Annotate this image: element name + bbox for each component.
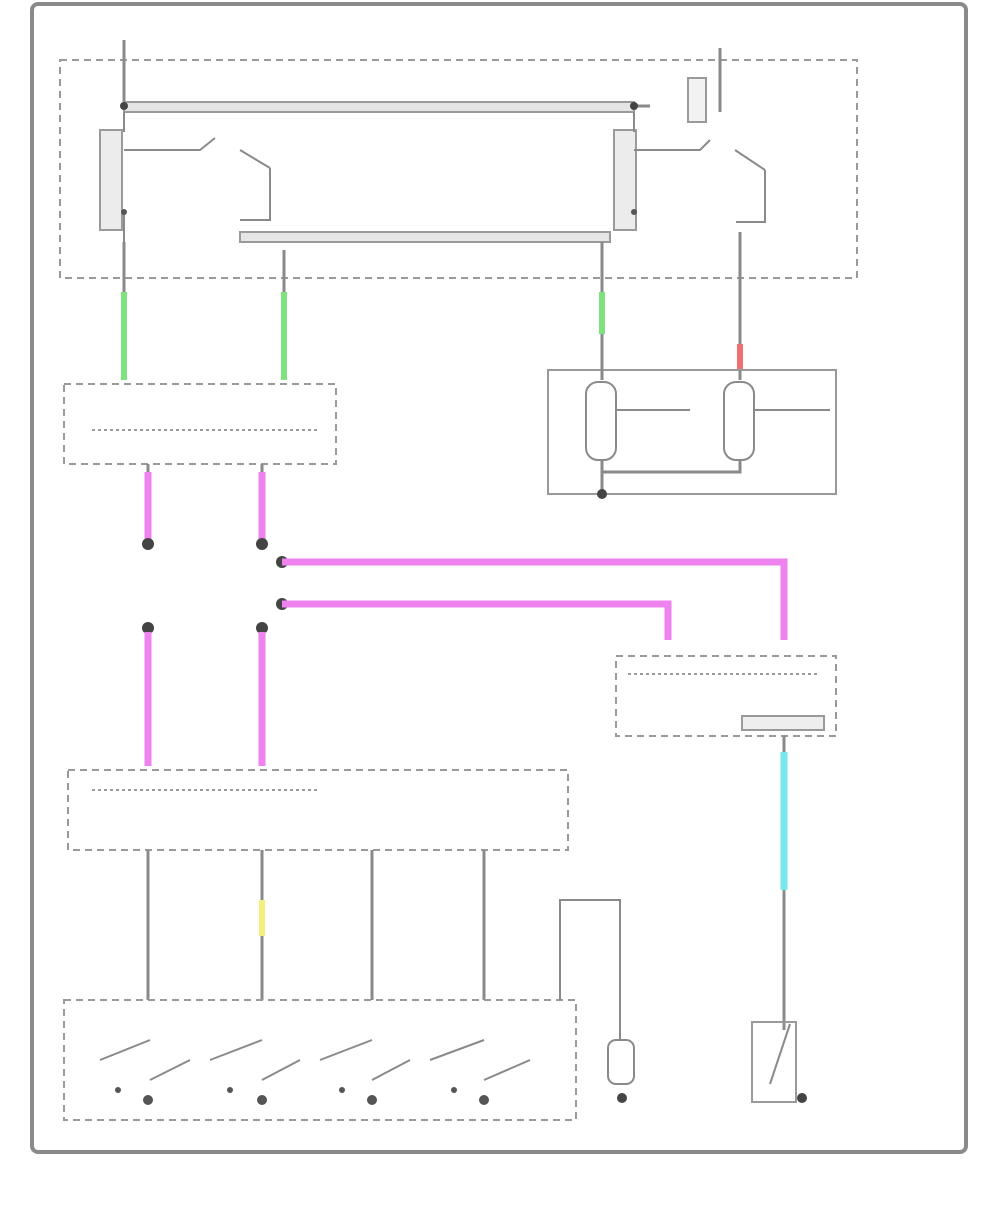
splice-node-2: [256, 538, 268, 550]
side-ground: [617, 1093, 627, 1103]
lamp-right: [723, 381, 755, 461]
relay-right-switch-return: [736, 170, 766, 223]
relay-left-switch-return: [240, 168, 271, 221]
lamp-module-box: [547, 369, 837, 495]
lamp-left: [585, 381, 617, 461]
junction-bus-left: [120, 102, 128, 110]
control-module-connector: [741, 715, 825, 731]
brake-switch-box: [751, 1021, 797, 1103]
splice-node-1: [142, 538, 154, 550]
relay-left-contact: [124, 137, 216, 151]
lamp-common-return: [600, 460, 742, 474]
relay-left-node: [121, 209, 127, 215]
steering-module-box: [67, 769, 569, 851]
relay-module-box: [59, 59, 858, 279]
diagram-border: [30, 2, 968, 1154]
lamp-ground-node: [597, 489, 607, 499]
brake-switch-ground: [797, 1093, 807, 1103]
side-feed: [559, 899, 621, 1040]
relay-right-switch-blade: [734, 149, 766, 171]
relay-coil-right: [613, 129, 637, 231]
bus-bar-band: [123, 101, 635, 113]
relay-right-fuse: [687, 77, 707, 123]
relay-cross-bar: [239, 231, 611, 243]
relay-right-node: [631, 209, 637, 215]
relay-right-contact: [634, 139, 711, 151]
relay-left-switch-blade: [239, 149, 271, 169]
wire-pink-upper-run: [282, 558, 788, 640]
gateway-module-box: [63, 383, 337, 465]
bottom-switches: [99, 1039, 531, 1105]
brake-switch-blade: [769, 1023, 791, 1085]
control-module-box: [615, 655, 837, 737]
wire-pink-lower-run: [282, 600, 672, 640]
bottom-switch-box: [63, 999, 577, 1121]
relay-coil-left: [99, 129, 123, 231]
junction-bus-right: [630, 102, 638, 110]
splice-node-6: [256, 622, 268, 634]
splice-node-5: [142, 622, 154, 634]
side-indicator: [607, 1039, 635, 1085]
